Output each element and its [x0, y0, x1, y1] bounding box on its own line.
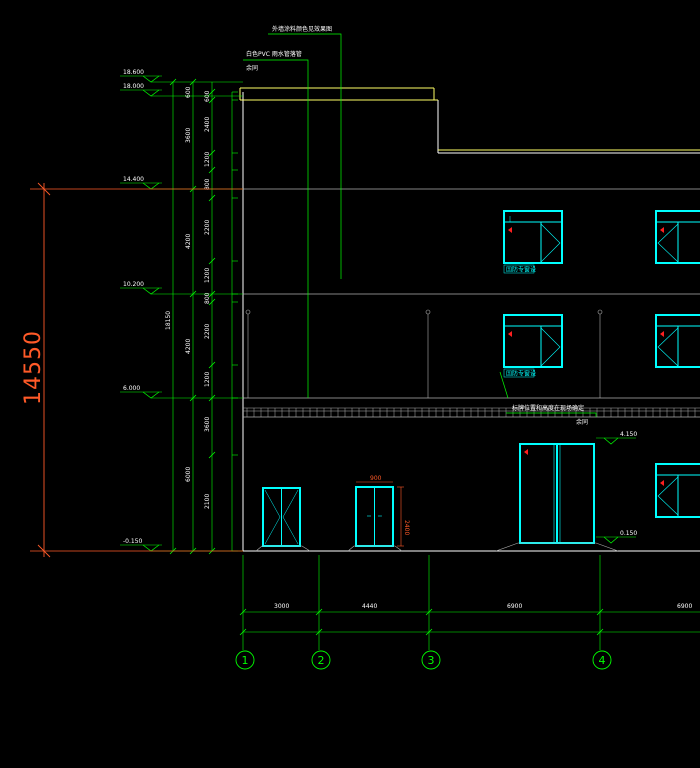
- window-2f-a: [503, 314, 563, 368]
- elev-door-head: 4.150: [620, 431, 637, 438]
- axis-spacing-1: 4440: [362, 603, 377, 610]
- axis-label-2: 2: [318, 654, 325, 667]
- window-2f-b: [655, 314, 700, 368]
- axis-spacing-0: 3000: [274, 603, 289, 610]
- note-wall-finish: 外墙涂料颜色见效果图: [272, 25, 332, 33]
- horizontal-dims: [242, 555, 700, 650]
- vdim-inner-7: 2200: [204, 324, 211, 339]
- vdim-inner-8: 1200: [204, 372, 211, 387]
- vdim-inner-3: 800: [204, 178, 211, 190]
- notes: 外墙涂料颜色见效果图 白色PVC 雨水管落管 余同 标牌位置和高度在现场确定 余…: [246, 25, 588, 426]
- window-tag-2f: 国防专窗设: [506, 370, 536, 378]
- elev-18000: 18.000: [123, 83, 144, 90]
- axis-label-4: 4: [599, 654, 606, 667]
- axis-bubble-4: [592, 650, 612, 670]
- door-elevation-tags: 4.150 0.150: [596, 431, 637, 544]
- axis-spacing-2: 6900: [507, 603, 522, 610]
- axis-spacing-3: 6900: [677, 603, 692, 610]
- elev-6000: 6.000: [123, 385, 140, 392]
- elev-18600: 18.600: [123, 69, 144, 76]
- elev-door-sill: 0.150: [620, 530, 637, 537]
- window-3f-a: [503, 210, 563, 264]
- window-tags: 国防专窗设 国防专窗设: [503, 264, 536, 378]
- vdim-inner-2: 1200: [204, 152, 211, 167]
- horizontal-dim-labels: 3000 4440 6900 6900: [239, 603, 692, 636]
- vertical-dim-ticks: [169, 78, 238, 555]
- door-small-2: [355, 486, 394, 547]
- vdim-total: 18150: [165, 311, 172, 330]
- grid-axes: 1 2 3 4: [235, 650, 612, 670]
- vdim-inner-10: 2100: [204, 494, 211, 509]
- window-markers: [508, 227, 664, 486]
- vdim-outer-2: 4200: [185, 339, 192, 354]
- doors: [262, 443, 595, 547]
- door-height-label: 2400: [403, 520, 410, 535]
- vdim-outer-0: 3600: [185, 128, 192, 143]
- overall-dimension: [30, 182, 243, 558]
- parapet: [239, 87, 700, 151]
- vdim-inner-5: 1200: [204, 268, 211, 283]
- door-width-label: 900: [370, 475, 382, 482]
- vdim-inner-1: 2400: [204, 117, 211, 132]
- entrance-steps: [255, 542, 619, 552]
- vdim-outer-1: 4200: [185, 234, 192, 249]
- axis-bubble-3: [421, 650, 441, 670]
- axis-bubble-1: [235, 650, 255, 670]
- elev-minus-0150: -0.150: [123, 538, 143, 545]
- window-1f-b: [655, 463, 700, 518]
- light-poles: [245, 309, 603, 398]
- vdim-inner-9: 3600: [204, 417, 211, 432]
- balcony-railing: [243, 407, 700, 412]
- building-outline: [242, 92, 700, 552]
- note-by-others: 余同: [246, 64, 258, 72]
- windows: [503, 210, 700, 518]
- vdim-inner-4: 2200: [204, 220, 211, 235]
- vertical-dim-texts: 3600 4200 4200 6000 18150 600 2400 1200 800 2200 1…: [165, 86, 211, 509]
- axis-label-1: 1: [242, 654, 249, 667]
- elev-14400: 14.400: [123, 176, 144, 183]
- axis-bubble-2: [311, 650, 331, 670]
- door-main: [519, 443, 595, 544]
- window-tag-3f: 国防专窗设: [506, 266, 536, 274]
- door-dimension: 900 2400: [356, 475, 410, 547]
- vdim-inner-6: 800: [204, 292, 211, 304]
- elevation-markers: 18.600 18.000 14.400 10.200 6.000 -0.150: [120, 69, 243, 552]
- note-by-others-2: 余同: [576, 418, 588, 426]
- note-downpipe: 白色PVC 雨水管落管: [246, 50, 302, 58]
- window-3f-b: [655, 210, 700, 264]
- note-signage: 标牌位置和高度在现场确定: [512, 404, 584, 412]
- railing-posts: [246, 408, 696, 417]
- floor-lines: [243, 188, 700, 418]
- vertical-dims: [172, 82, 233, 551]
- elev-10200: 10.200: [123, 281, 144, 288]
- door-small-1: [262, 487, 301, 547]
- overall-height-label: 14550: [21, 330, 46, 405]
- axis-label-3: 3: [428, 654, 435, 667]
- vdim-outer-3: 6000: [185, 467, 192, 482]
- vdim-top-600: 600: [185, 86, 192, 98]
- leaders: [243, 33, 597, 417]
- vdim-inner-0: 600: [204, 90, 211, 102]
